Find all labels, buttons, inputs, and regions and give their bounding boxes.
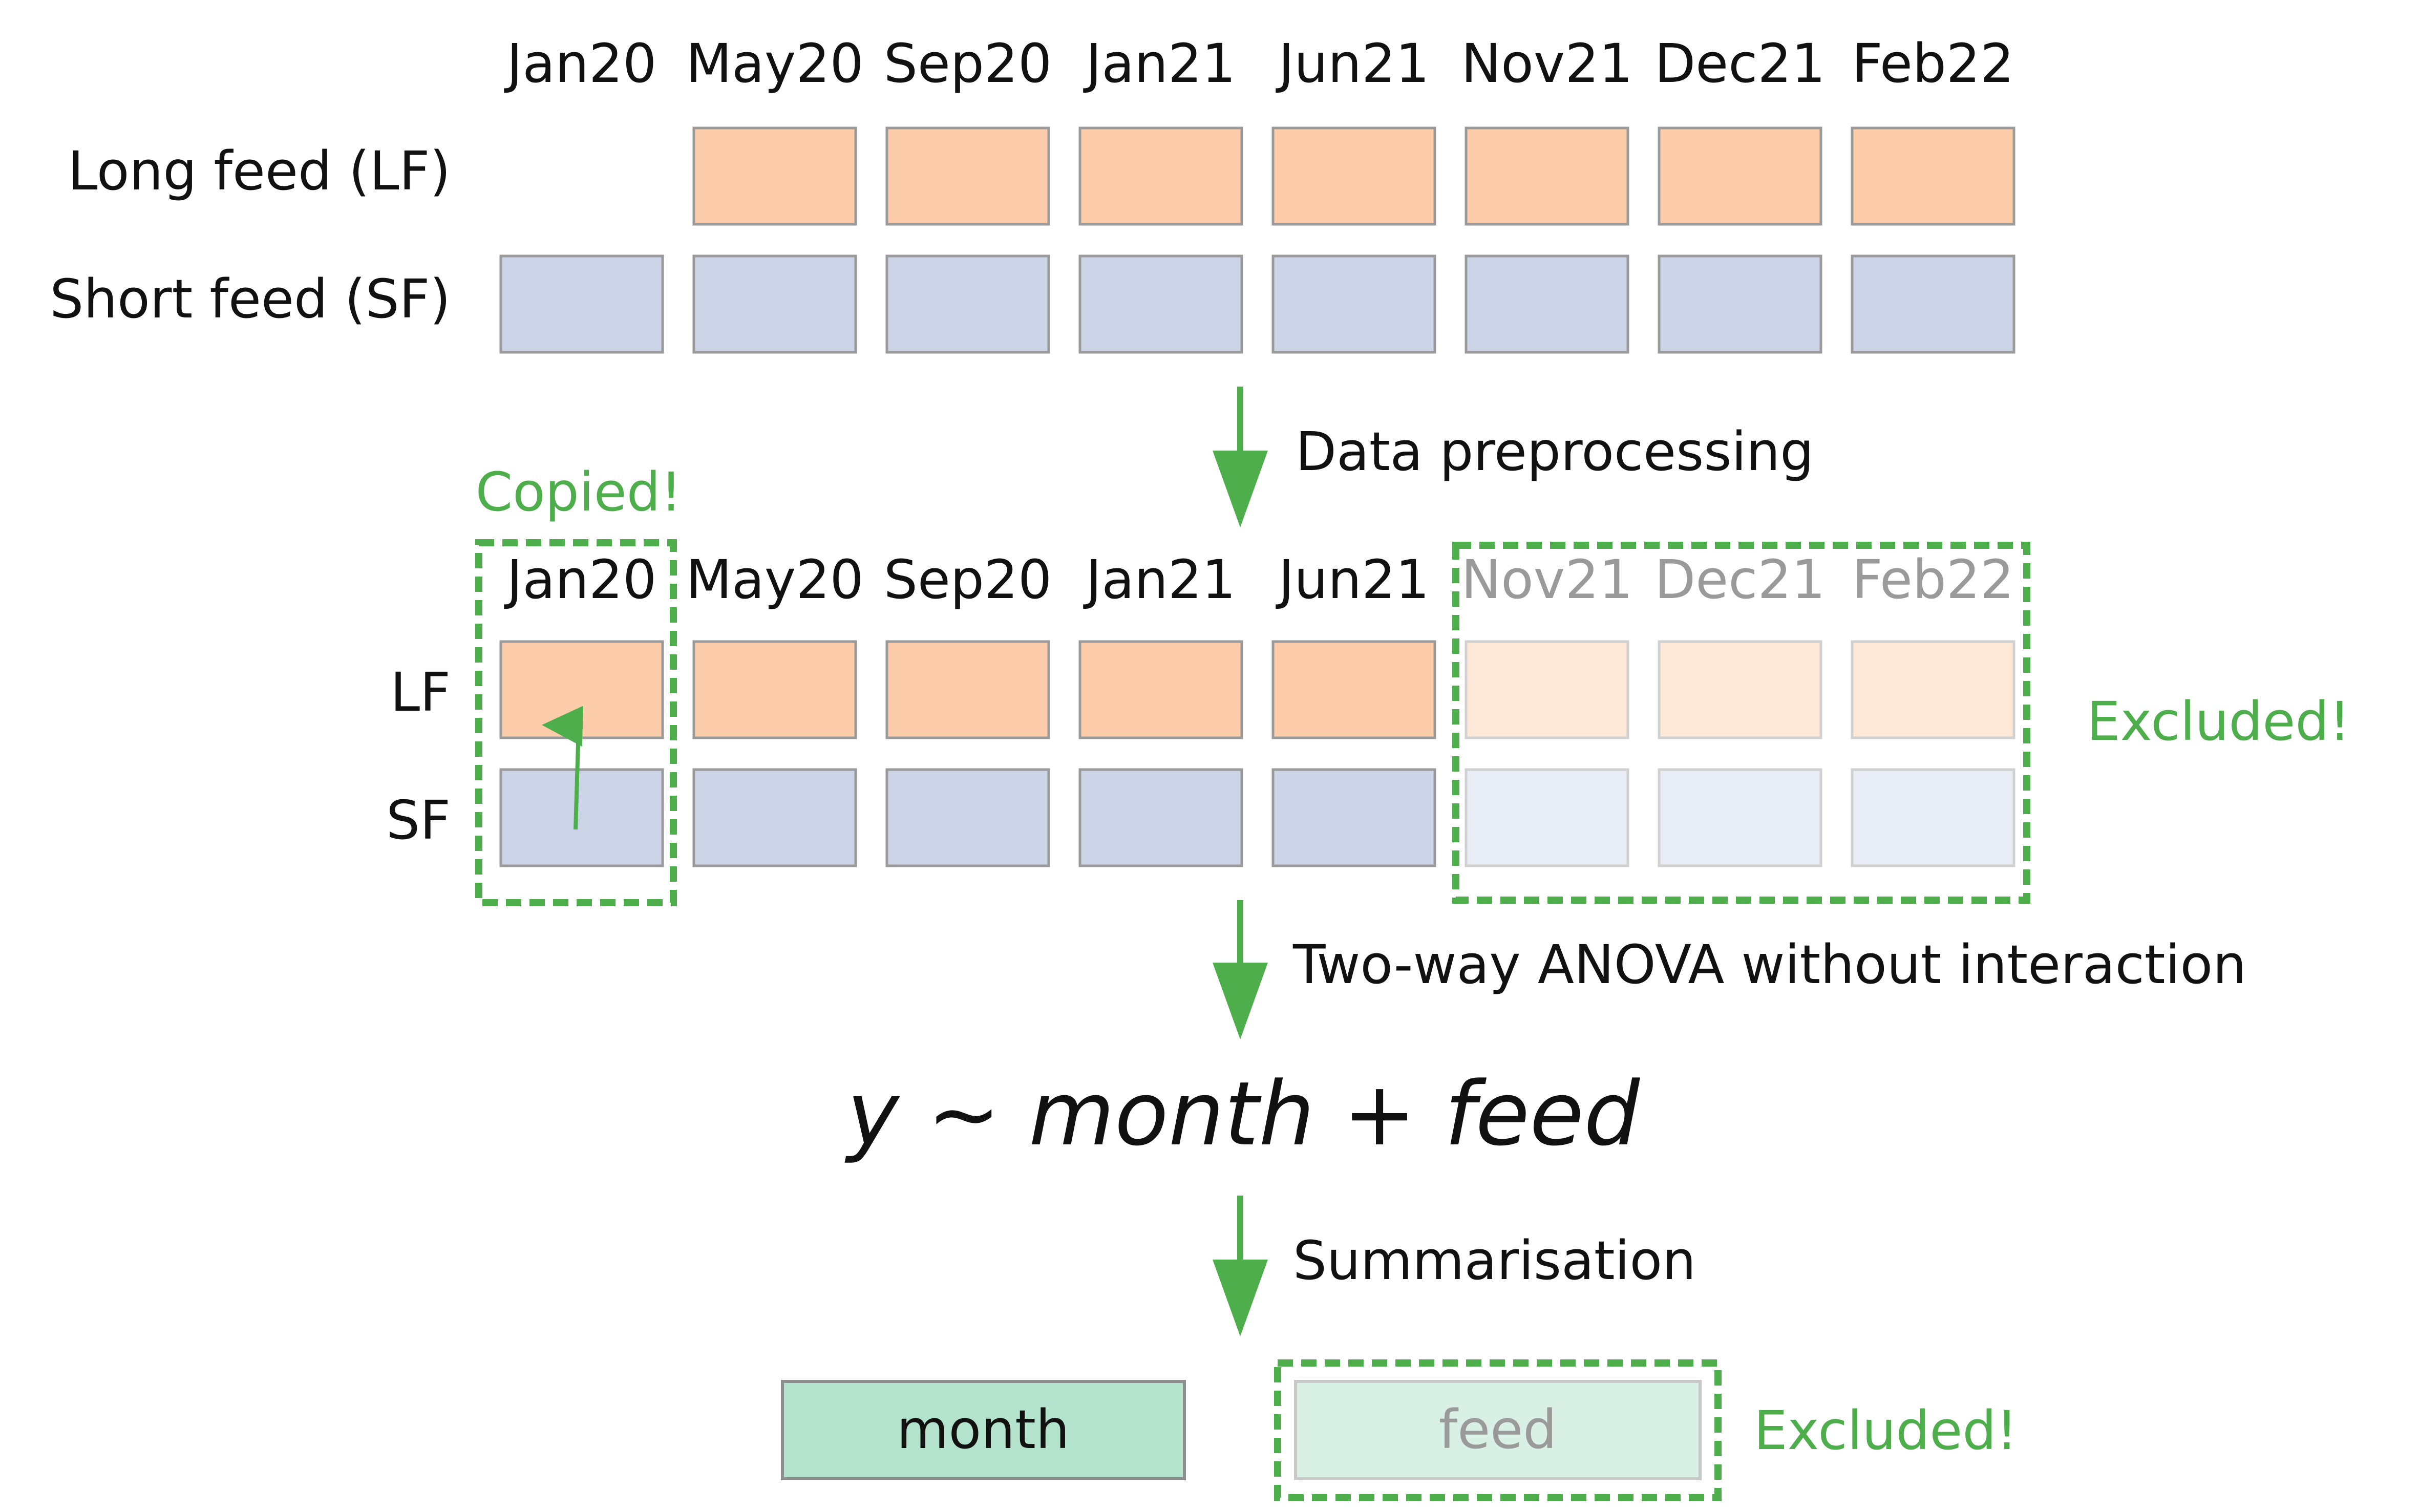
raw-lf-cell-6: [1465, 126, 1629, 226]
processed-sf-cell-8: [1851, 768, 2015, 867]
copy-arrow: [542, 706, 584, 830]
short-feed-row-label: Short feed (SF): [50, 268, 451, 330]
feed-excluded-dashed-box: [1274, 1359, 1722, 1501]
month-header-sep20: Sep20: [884, 32, 1052, 95]
processed-lf-cells: [499, 640, 2015, 739]
preprocessing-arrow: [1213, 387, 1268, 527]
processed-lf-cell-4: [1078, 640, 1243, 739]
raw-lf-cells: [692, 126, 2015, 226]
copied-label: Copied!: [476, 461, 682, 523]
processed-lf-cell-5: [1271, 640, 1436, 739]
raw-lf-cell-5: [1271, 126, 1436, 226]
month-factor-label: month: [897, 1398, 1070, 1461]
preprocessing-label: Data preprocessing: [1296, 420, 1814, 483]
month-header-feb22: Feb22: [1852, 548, 2014, 611]
summarisation-label: Summarisation: [1293, 1229, 1696, 1292]
raw-sf-cells: [499, 254, 2015, 354]
month-header-jan21: Jan21: [1083, 548, 1236, 611]
processed-lf-cell-6: [1465, 640, 1629, 739]
month-header-sep20: Sep20: [884, 548, 1052, 611]
month-header-jan20: Jan20: [504, 548, 657, 611]
raw-sf-cell-4: [1078, 254, 1243, 354]
month-header-jan21: Jan21: [1083, 32, 1236, 95]
anova-arrow: [1213, 900, 1268, 1039]
raw-sf-cell-7: [1658, 254, 1822, 354]
excluded-months-label: Excluded!: [2087, 690, 2350, 753]
feed-factor-label: feed: [1439, 1398, 1557, 1461]
feed-excluded-label: Excluded!: [1754, 1399, 2018, 1462]
long-feed-row-label: Long feed (LF): [68, 140, 451, 202]
month-header-jan20: Jan20: [504, 32, 657, 95]
processed-month-headers: Jan20 May20 Sep20 Jan21 Jun21 Nov21 Dec21 Feb22: [504, 548, 2014, 611]
month-header-may20: May20: [686, 32, 863, 95]
processed-lf-cell-3: [885, 640, 1050, 739]
processed-lf-cell-8: [1851, 640, 2015, 739]
month-header-dec21: Dec21: [1654, 548, 1826, 611]
raw-lf-cell-7: [1658, 126, 1822, 226]
month-header-nov21: Nov21: [1461, 32, 1632, 95]
month-factor-box: [781, 1380, 1186, 1480]
model-formula: y ~ month + feed: [844, 1062, 1640, 1165]
processed-sf-cell-6: [1465, 768, 1629, 867]
copied-dashed-box: [475, 539, 677, 906]
month-header-nov21: Nov21: [1461, 548, 1632, 611]
raw-sf-cell-2: [692, 254, 857, 354]
month-header-dec21: Dec21: [1654, 32, 1826, 95]
excluded-dashed-box: [1452, 542, 2030, 904]
processed-lf-cell-7: [1658, 640, 1822, 739]
sf-row-label: SF: [386, 789, 451, 851]
anova-label: Two-way ANOVA without interaction: [1292, 933, 2246, 996]
month-header-feb22: Feb22: [1852, 32, 2014, 95]
month-header-jun21: Jun21: [1276, 32, 1430, 95]
raw-lf-cell-2: [692, 126, 857, 226]
raw-lf-cell-8: [1851, 126, 2015, 226]
raw-sf-cell-5: [1271, 254, 1436, 354]
raw-sf-cell-1: [499, 254, 664, 354]
raw-month-headers: Jan20 May20 Sep20 Jan21 Jun21 Nov21 Dec21 Feb22: [504, 32, 2014, 95]
processed-sf-cell-4: [1078, 768, 1243, 867]
processed-sf-cell-1: [499, 768, 664, 867]
feed-factor-box: [1294, 1380, 1702, 1480]
processed-sf-cell-3: [885, 768, 1050, 867]
lf-row-label: LF: [390, 661, 451, 723]
raw-lf-cell-4: [1078, 126, 1243, 226]
month-header-may20: May20: [686, 548, 863, 611]
processed-sf-cell-2: [692, 768, 857, 867]
processed-lf-cell-1: [499, 640, 664, 739]
raw-sf-cell-3: [885, 254, 1050, 354]
raw-sf-cell-8: [1851, 254, 2015, 354]
processed-lf-cell-2: [692, 640, 857, 739]
processed-sf-cell-5: [1271, 768, 1436, 867]
processed-sf-cell-7: [1658, 768, 1822, 867]
raw-lf-cell-3: [885, 126, 1050, 226]
month-header-jun21: Jun21: [1276, 548, 1430, 611]
processed-sf-cells: [499, 768, 2015, 867]
raw-sf-cell-6: [1465, 254, 1629, 354]
summarisation-arrow: [1213, 1196, 1268, 1336]
